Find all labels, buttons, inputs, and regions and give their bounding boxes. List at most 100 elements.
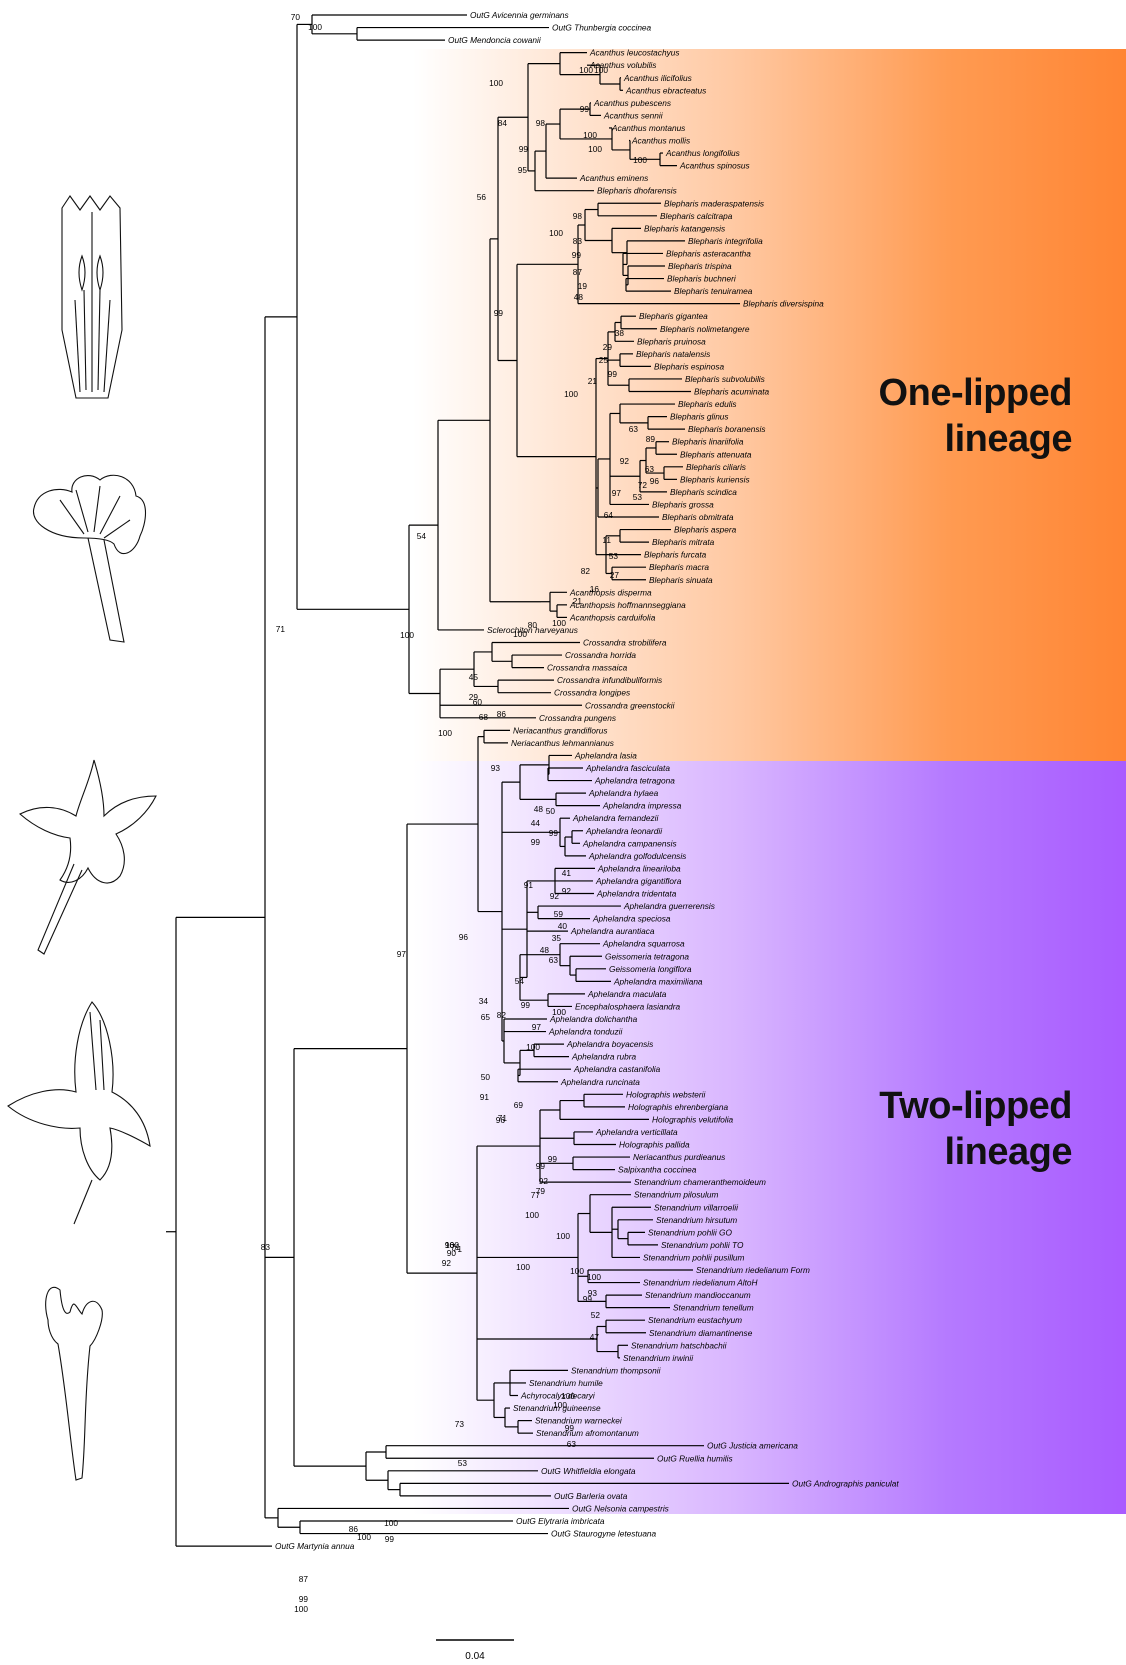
tip-label: Stenandrium hirsutum bbox=[656, 1215, 737, 1225]
tip-label: OutG Nelsonia campestris bbox=[572, 1503, 669, 1513]
support-value: 100 bbox=[516, 1262, 530, 1272]
tip-label: Acanthus montanus bbox=[611, 123, 685, 133]
tip-label: Blepharis integrifolia bbox=[688, 236, 763, 246]
tip-label: Aphelandra fernandezii bbox=[572, 813, 659, 823]
support-value: 98 bbox=[536, 118, 546, 128]
support-value: 99 bbox=[531, 837, 541, 847]
support-value: 53 bbox=[633, 492, 643, 502]
two-lipped-label-line2: lineage bbox=[800, 1129, 1072, 1175]
support-value: 86 bbox=[497, 709, 507, 719]
tip-label: Acanthopsis hoffmannseggiana bbox=[569, 600, 686, 610]
support-value: 56 bbox=[477, 192, 487, 202]
tip-label: Blepharis obmitrata bbox=[662, 512, 734, 522]
support-value: 92 bbox=[539, 1176, 549, 1186]
tubular-flower-section-icon bbox=[62, 196, 122, 398]
support-value: 100 bbox=[438, 728, 452, 738]
tip-label: Aphelandra tonduzii bbox=[548, 1027, 623, 1037]
support-value: 95 bbox=[518, 165, 528, 175]
one-lipped-label-line1: One-lipped bbox=[800, 370, 1072, 416]
support-value: 63 bbox=[549, 955, 559, 965]
support-value: 52 bbox=[591, 1310, 601, 1320]
support-value: 83 bbox=[573, 236, 583, 246]
support-value: 100 bbox=[594, 65, 608, 75]
support-value: 69 bbox=[514, 1100, 524, 1110]
support-value: 68 bbox=[479, 712, 489, 722]
tip-label: Acanthopsis carduifolia bbox=[569, 612, 656, 622]
tip-label: Stenandrium mandioccanum bbox=[645, 1290, 751, 1300]
tip-label: Blepharis asteracantha bbox=[666, 248, 751, 258]
support-value: 99 bbox=[549, 828, 559, 838]
support-value: 72 bbox=[638, 480, 648, 490]
tip-label: OutG Avicennia germinans bbox=[470, 10, 569, 20]
support-value: 45 bbox=[469, 672, 479, 682]
support-value: 92 bbox=[562, 886, 572, 896]
support-value: 92 bbox=[442, 1258, 452, 1268]
tip-label: Aphelandra campanensis bbox=[582, 838, 677, 848]
tip-label: Neriacanthus purdieanus bbox=[633, 1152, 725, 1162]
support-value: 99 bbox=[583, 1294, 593, 1304]
tip-label: OutG Ruellia humilis bbox=[657, 1453, 733, 1463]
tip-label: Acanthus spinosus bbox=[679, 161, 750, 171]
tip-label: Acanthus sennii bbox=[603, 110, 664, 120]
support-value: 100 bbox=[583, 130, 597, 140]
support-value: 93 bbox=[491, 763, 501, 773]
support-value: 34 bbox=[479, 996, 489, 1006]
tip-label: Aphelandra gigantiflora bbox=[595, 876, 682, 886]
tip-label: Blepharis dhofarensis bbox=[597, 186, 677, 196]
tip-label: Stenandrium riedelianum AltoH bbox=[643, 1278, 758, 1288]
tip-label: Blepharis pruinosa bbox=[637, 336, 706, 346]
support-value: 99 bbox=[580, 104, 590, 114]
support-value: 16 bbox=[590, 584, 600, 594]
tip-label: Blepharis diversispina bbox=[743, 299, 824, 309]
tip-label: Blepharis tenuiramea bbox=[674, 286, 753, 296]
tip-label: Aphelandra aurantiaca bbox=[570, 926, 655, 936]
support-value: 48 bbox=[540, 945, 550, 955]
support-value: 99 bbox=[565, 1423, 575, 1433]
support-value: 63 bbox=[629, 424, 639, 434]
one-lipped-label-line2: lineage bbox=[800, 416, 1072, 462]
support-value: 100 bbox=[384, 1518, 398, 1528]
support-value: 59 bbox=[554, 909, 564, 919]
tip-label: Crossandra longipes bbox=[554, 688, 630, 698]
support-value: 63 bbox=[645, 464, 655, 474]
tip-label: Blepharis ciliaris bbox=[686, 462, 746, 472]
tip-label: Acanthus leucostachyus bbox=[589, 48, 679, 58]
tip-label: Blepharis espinosa bbox=[654, 361, 724, 371]
tip-label: OutG Barleria ovata bbox=[554, 1491, 628, 1501]
support-value: 100 bbox=[549, 228, 563, 238]
tip-label: Holographis pallida bbox=[619, 1140, 690, 1150]
support-value: 96 bbox=[459, 932, 469, 942]
tip-label: Blepharis subvolubilis bbox=[685, 374, 765, 384]
tip-label: Blepharis katangensis bbox=[644, 223, 725, 233]
tip-label: Encephalosphaera lasiandra bbox=[575, 1001, 681, 1011]
support-value: 87 bbox=[299, 1574, 309, 1584]
tip-label: Blepharis natalensis bbox=[636, 349, 710, 359]
tip-label: Crossandra infundibuliformis bbox=[557, 675, 662, 685]
tip-label: Aphelandra leonardii bbox=[585, 826, 663, 836]
tip-label: Stenandrium hatschbachii bbox=[631, 1340, 728, 1350]
support-value: 99 bbox=[519, 144, 529, 154]
tip-label: Stenandrium pohlii GO bbox=[648, 1227, 732, 1237]
support-value: 54 bbox=[515, 976, 525, 986]
tip-label: Stenandrium irwinii bbox=[623, 1353, 694, 1363]
tip-label: Aphelandra runcinata bbox=[560, 1077, 640, 1087]
tip-label: Aphelandra tetragona bbox=[594, 776, 675, 786]
support-value: 48 bbox=[534, 804, 544, 814]
support-value: 97 bbox=[612, 488, 622, 498]
tip-label: Geissomeria tetragona bbox=[605, 951, 689, 961]
tip-label: Achyrocalyx decaryi bbox=[520, 1391, 596, 1401]
tip-label: Blepharis attenuata bbox=[680, 449, 752, 459]
support-value: 92 bbox=[550, 891, 560, 901]
tip-label: Neriacanthus lehmannianus bbox=[511, 738, 614, 748]
tip-label: Aphelandra boyacensis bbox=[566, 1039, 653, 1049]
tip-label: Aphelandra fasciculata bbox=[585, 763, 670, 773]
tip-label: OutG Whitfieldia elongata bbox=[541, 1466, 636, 1476]
support-value: 71 bbox=[276, 624, 286, 634]
tip-label: Crossandra greenstockii bbox=[585, 700, 676, 710]
tip-label: Aphelandra golfodulcensis bbox=[588, 851, 686, 861]
tip-label: Aphelandra lasia bbox=[574, 750, 637, 760]
support-value: 64 bbox=[604, 510, 614, 520]
support-value: 97 bbox=[397, 949, 407, 959]
tip-label: OutG Mendoncia cowanii bbox=[448, 35, 542, 45]
support-value: 21 bbox=[588, 376, 598, 386]
